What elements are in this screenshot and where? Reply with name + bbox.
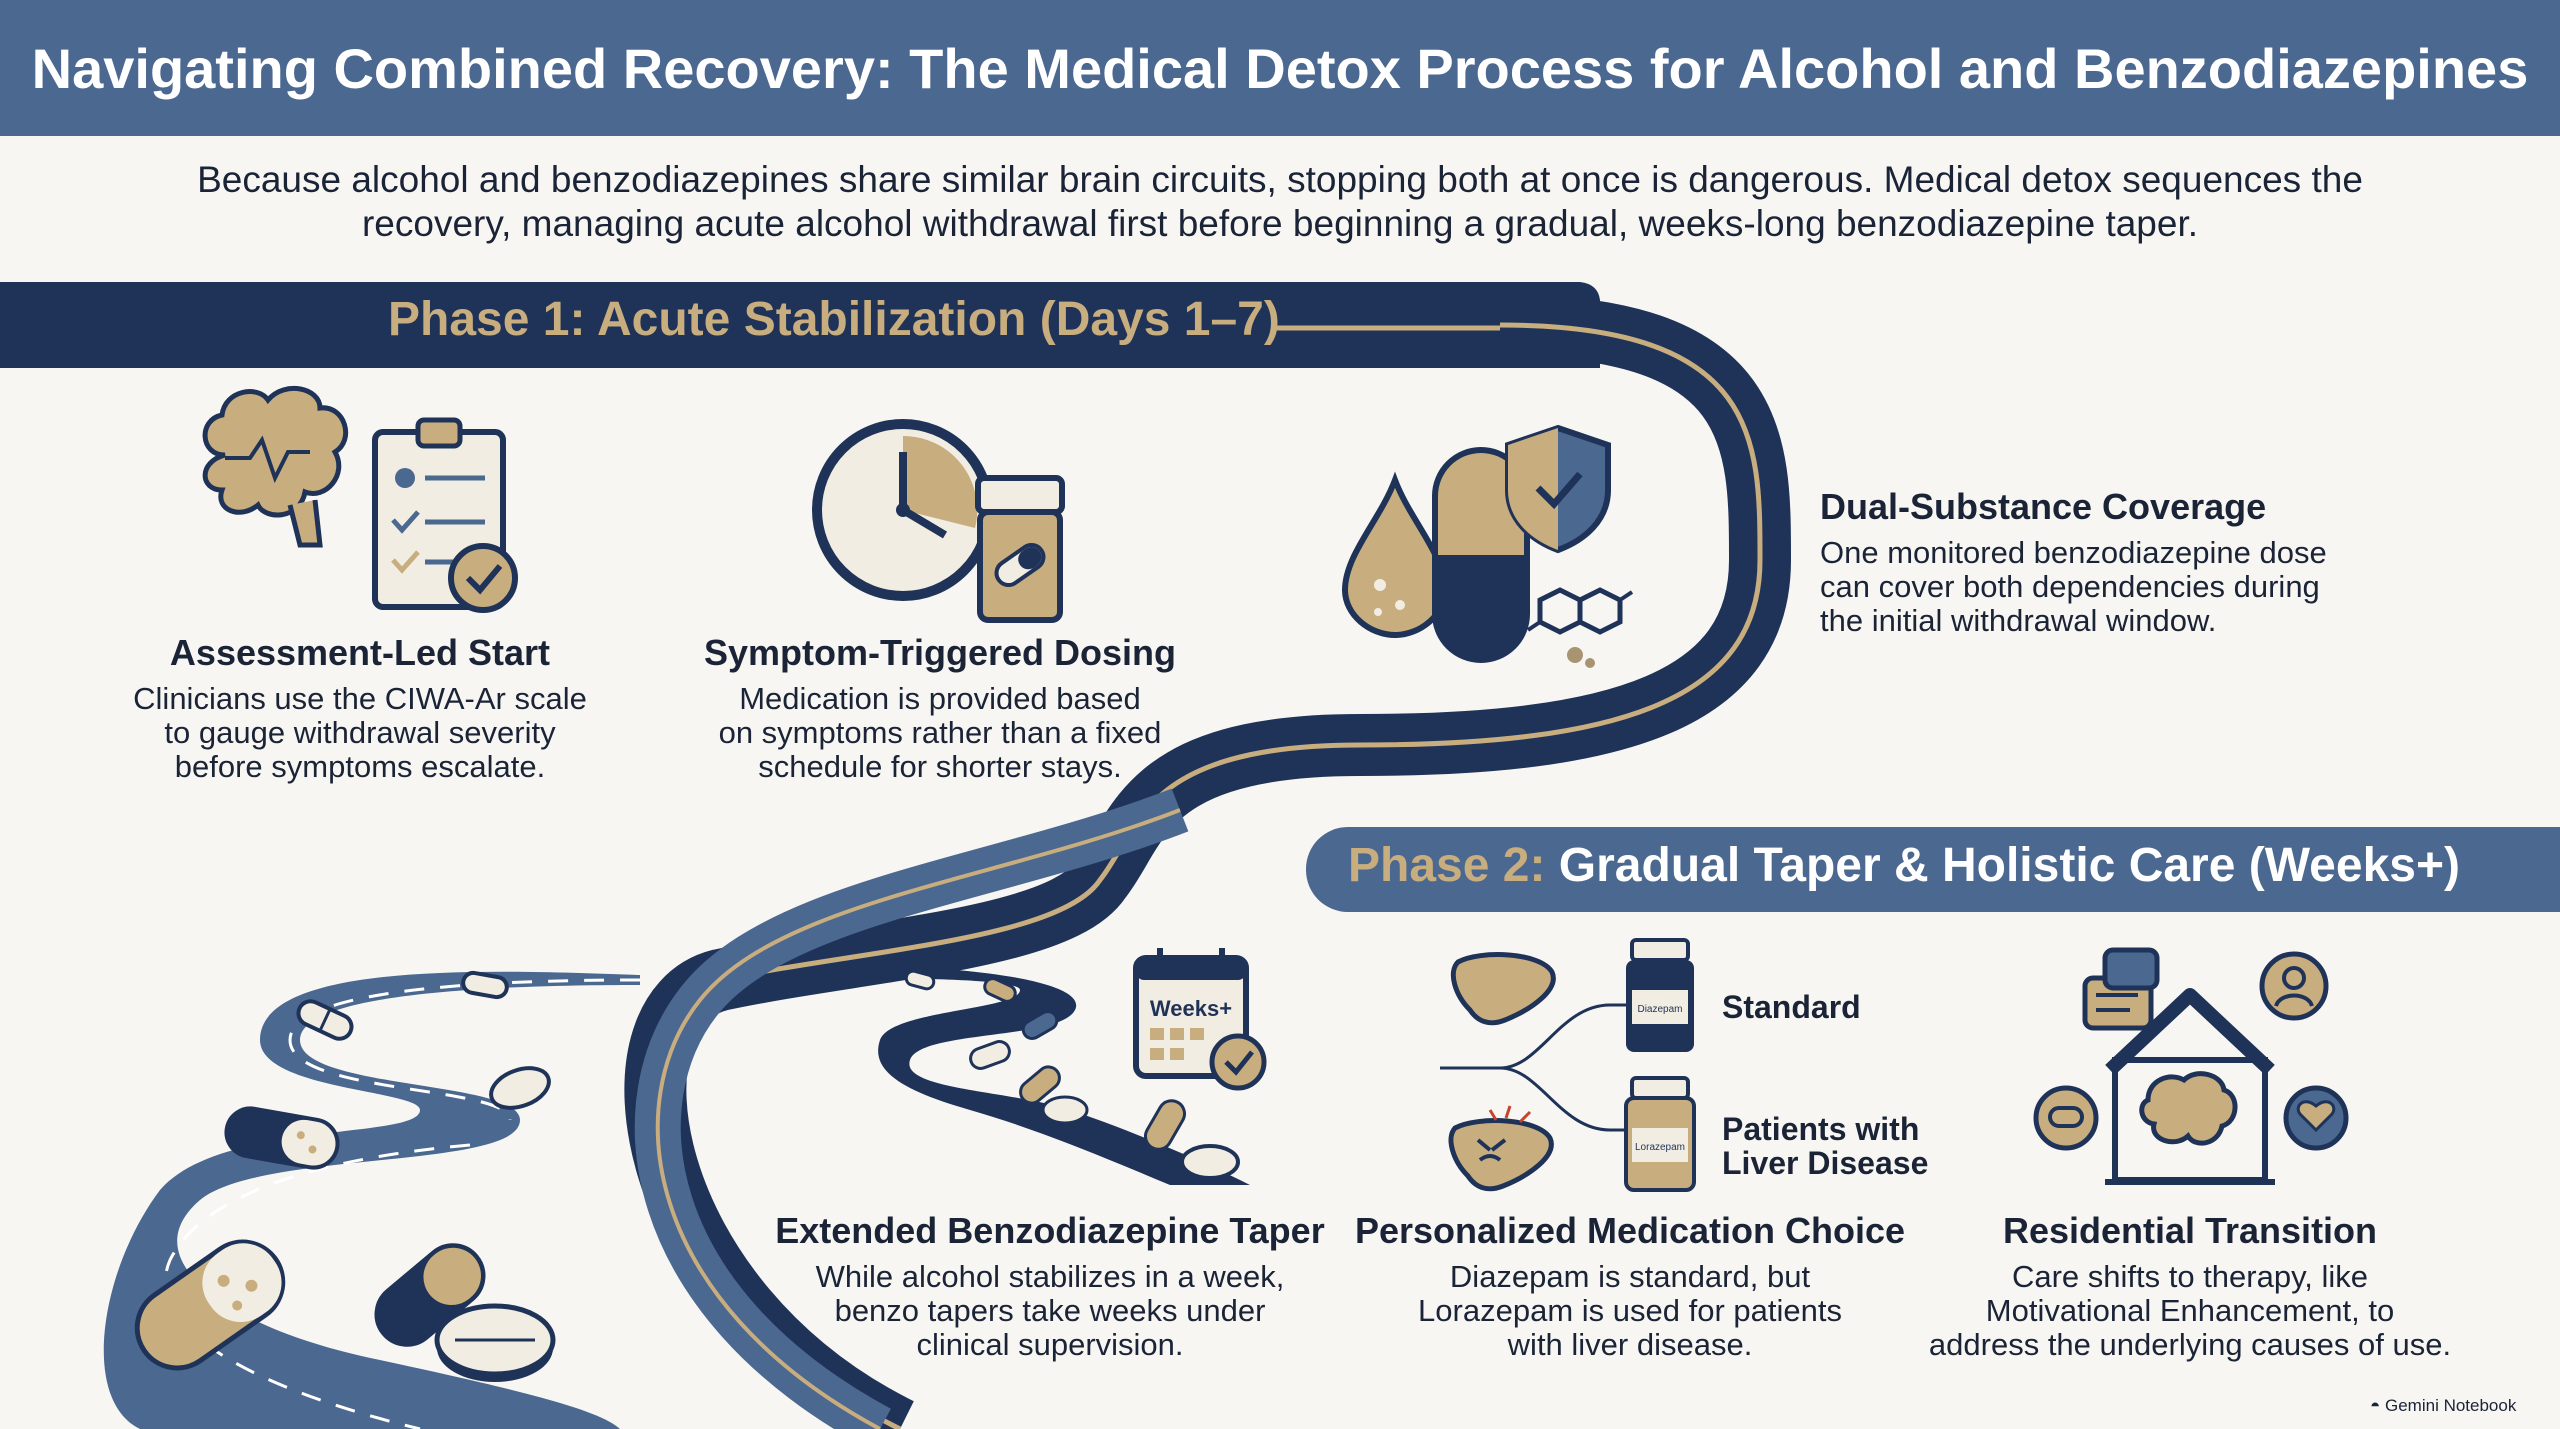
taper-road-calendar-icon <box>840 948 1267 1185</box>
title-bar <box>0 0 2560 136</box>
feature-description: Clinicians use the CIWA-Ar scale to gaug… <box>110 682 610 784</box>
description-line: One monitored benzodiazepine dose <box>1820 535 2327 570</box>
symptom-triggered-dosing-card: Symptom-Triggered Dosing Medication is p… <box>690 632 1190 784</box>
residential-transition-card: Residential Transition Care shifts to th… <box>1900 1210 2480 1362</box>
assessment-led-start-card: Assessment-Led Start Clinicians use the … <box>110 632 610 784</box>
intro-text: Because alcohol and benzodiazepines shar… <box>150 158 2410 246</box>
road-with-pills-illustration <box>103 970 641 1429</box>
description-line: Clinicians use the CIWA-Ar scale <box>133 681 587 716</box>
bottle2-label: Lorazepam <box>1635 1142 1685 1153</box>
calendar-label: Weeks+ <box>1150 996 1232 1021</box>
description-line: with liver disease. <box>1507 1327 1753 1362</box>
phase1-banner <box>0 282 1600 368</box>
med-option-liver-disease: Patients with Liver Disease <box>1722 1112 1928 1180</box>
credit-text: Gemini Notebook <box>2385 1396 2517 1415</box>
description-line: to gauge withdrawal severity <box>164 715 556 750</box>
description-line: can cover both dependencies during <box>1820 569 2320 604</box>
feature-title: Extended Benzodiazepine Taper <box>775 1210 1325 1251</box>
feature-description: One monitored benzodiazepine dose can co… <box>1820 536 2420 638</box>
gemini-logo-icon: ◓ <box>2370 1396 2385 1415</box>
clock-pill-bottle-icon <box>812 419 1065 623</box>
description-line: Motivational Enhancement, to <box>1985 1293 2395 1328</box>
description-line: address the underlying causes of use. <box>1928 1327 2452 1362</box>
feature-title: Symptom-Triggered Dosing <box>703 632 1177 673</box>
extended-taper-card: Extended Benzodiazepine Taper While alco… <box>760 1210 1340 1362</box>
feature-title: Personalized Medication Choice <box>1354 1210 1906 1251</box>
description-line: Diazepam is standard, but <box>1449 1259 1811 1294</box>
alcohol-drop-capsule-shield-icon <box>1341 424 1634 668</box>
description-line: on symptoms rather than a fixed <box>718 715 1162 750</box>
description-line: the initial withdrawal window. <box>1820 603 2217 638</box>
phase1-title: Phase 1: Acute Stabilization (Days 1–7) <box>388 293 1280 346</box>
footer-credit: ◓ Gemini Notebook <box>2370 1396 2516 1416</box>
description-line: Lorazepam is used for patients <box>1418 1293 1842 1328</box>
feature-description: Medication is provided based on symptoms… <box>690 682 1190 784</box>
description-line: benzo tapers take weeks under <box>834 1293 1266 1328</box>
feature-description: While alcohol stabilizes in a week, benz… <box>760 1260 1340 1362</box>
description-line: While alcohol stabilizes in a week, <box>815 1259 1285 1294</box>
phase2-title-text: Gradual Taper & Holistic Care (Weeks+) <box>1558 839 2460 892</box>
residential-house-icon <box>2033 947 2349 1185</box>
personalized-medication-card: Personalized Medication Choice Diazepam … <box>1340 1210 1920 1362</box>
bottle1-label: Diazepam <box>1637 1004 1682 1015</box>
feature-title: Residential Transition <box>2002 1210 2378 1251</box>
description-line: clinical supervision. <box>916 1327 1184 1362</box>
liver-medication-choice-icon: Diazepam Lorazepam <box>1440 938 1696 1192</box>
feature-description: Diazepam is standard, but Lorazepam is u… <box>1340 1260 1920 1362</box>
winding-road <box>624 294 1792 1429</box>
feature-title: Assessment-Led Start <box>169 632 551 673</box>
description-line: before symptoms escalate. <box>174 749 546 784</box>
feature-title: Dual-Substance Coverage <box>1820 486 2267 527</box>
description-line: Care shifts to therapy, like <box>2011 1259 2369 1294</box>
med-option-standard: Standard <box>1722 989 1861 1025</box>
med-option-line: Patients with <box>1722 1111 1920 1147</box>
intro-line-1: Because alcohol and benzodiazepines shar… <box>197 159 2363 200</box>
description-line: schedule for shorter stays. <box>758 749 1122 784</box>
page-title: Navigating Combined Recovery: The Medica… <box>31 36 2529 100</box>
dual-substance-coverage-card: Dual-Substance Coverage One monitored be… <box>1820 486 2420 638</box>
feature-description: Care shifts to therapy, like Motivationa… <box>1900 1260 2480 1362</box>
intro-line-2: recovery, managing acute alcohol withdra… <box>361 203 2199 244</box>
med-option-line: Liver Disease <box>1722 1145 1929 1181</box>
brain-clipboard-icon <box>202 385 518 613</box>
description-line: Medication is provided based <box>739 681 1141 716</box>
phase2-title-label: Phase 2: <box>1348 839 1546 892</box>
phase2-title: Phase 2: Gradual Taper & Holistic Care (… <box>1348 838 2460 893</box>
